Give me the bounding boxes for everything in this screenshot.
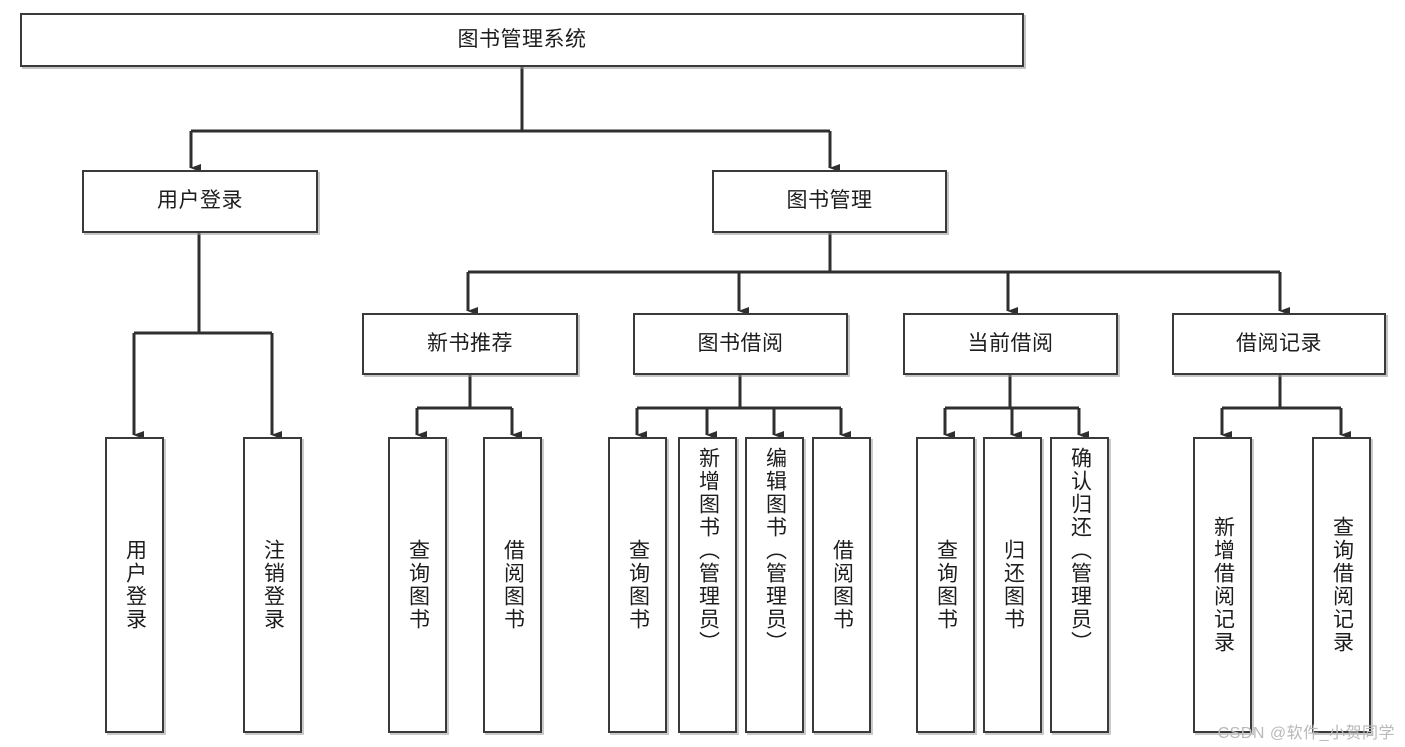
node-user-login[interactable]: 用户登录 <box>82 170 318 233</box>
leaf-borrow-book-recommend-label: 借阅图书 <box>501 539 525 631</box>
leaf-borrow-book-recommend[interactable]: 借阅图书 <box>483 437 542 733</box>
leaf-edit-book-admin-label: 编辑图书（管理员） <box>763 447 787 654</box>
leaf-borrow-book[interactable]: 借阅图书 <box>812 437 871 733</box>
leaf-confirm-return-admin-label: 确认归还（管理员） <box>1068 447 1092 654</box>
node-current-borrow-label: 当前借阅 <box>967 331 1054 355</box>
leaf-logout[interactable]: 注销登录 <box>243 437 302 733</box>
leaf-query-book-current-label: 查询图书 <box>934 539 958 631</box>
node-book-borrow[interactable]: 图书借阅 <box>633 313 848 375</box>
node-new-book-recommend[interactable]: 新书推荐 <box>362 313 578 375</box>
leaf-confirm-return-admin[interactable]: 确认归还（管理员） <box>1050 437 1109 733</box>
leaf-edit-book-admin[interactable]: 编辑图书（管理员） <box>745 437 804 733</box>
leaf-query-book-borrow-label: 查询图书 <box>626 539 650 631</box>
leaf-query-book-current[interactable]: 查询图书 <box>916 437 975 733</box>
node-current-borrow[interactable]: 当前借阅 <box>903 313 1118 375</box>
leaf-query-borrow-record-label: 查询借阅记录 <box>1330 516 1354 654</box>
leaf-add-borrow-record[interactable]: 新增借阅记录 <box>1193 437 1252 733</box>
leaf-return-book[interactable]: 归还图书 <box>983 437 1042 733</box>
leaf-query-book-recommend[interactable]: 查询图书 <box>388 437 447 733</box>
leaf-add-book-admin-label: 新增图书（管理员） <box>696 447 720 654</box>
leaf-add-borrow-record-label: 新增借阅记录 <box>1211 516 1235 654</box>
node-root-label: 图书管理系统 <box>457 27 587 51</box>
leaf-query-borrow-record[interactable]: 查询借阅记录 <box>1312 437 1371 733</box>
node-book-management[interactable]: 图书管理 <box>712 170 947 233</box>
node-root[interactable]: 图书管理系统 <box>20 13 1024 67</box>
leaf-add-book-admin[interactable]: 新增图书（管理员） <box>678 437 737 733</box>
leaf-return-book-label: 归还图书 <box>1001 539 1025 631</box>
node-book-management-label: 图书管理 <box>786 189 873 213</box>
leaf-user-login[interactable]: 用户登录 <box>105 437 164 733</box>
leaf-query-book-borrow[interactable]: 查询图书 <box>608 437 667 733</box>
node-borrow-record[interactable]: 借阅记录 <box>1172 313 1386 375</box>
leaf-user-login-label: 用户登录 <box>123 539 147 631</box>
leaf-query-book-recommend-label: 查询图书 <box>406 539 430 631</box>
node-book-borrow-label: 图书借阅 <box>697 331 784 355</box>
node-borrow-record-label: 借阅记录 <box>1236 331 1322 355</box>
node-new-book-recommend-label: 新书推荐 <box>427 331 513 355</box>
leaf-logout-label: 注销登录 <box>261 539 285 631</box>
leaf-borrow-book-label: 借阅图书 <box>830 539 854 631</box>
node-user-login-label: 用户登录 <box>157 189 243 213</box>
